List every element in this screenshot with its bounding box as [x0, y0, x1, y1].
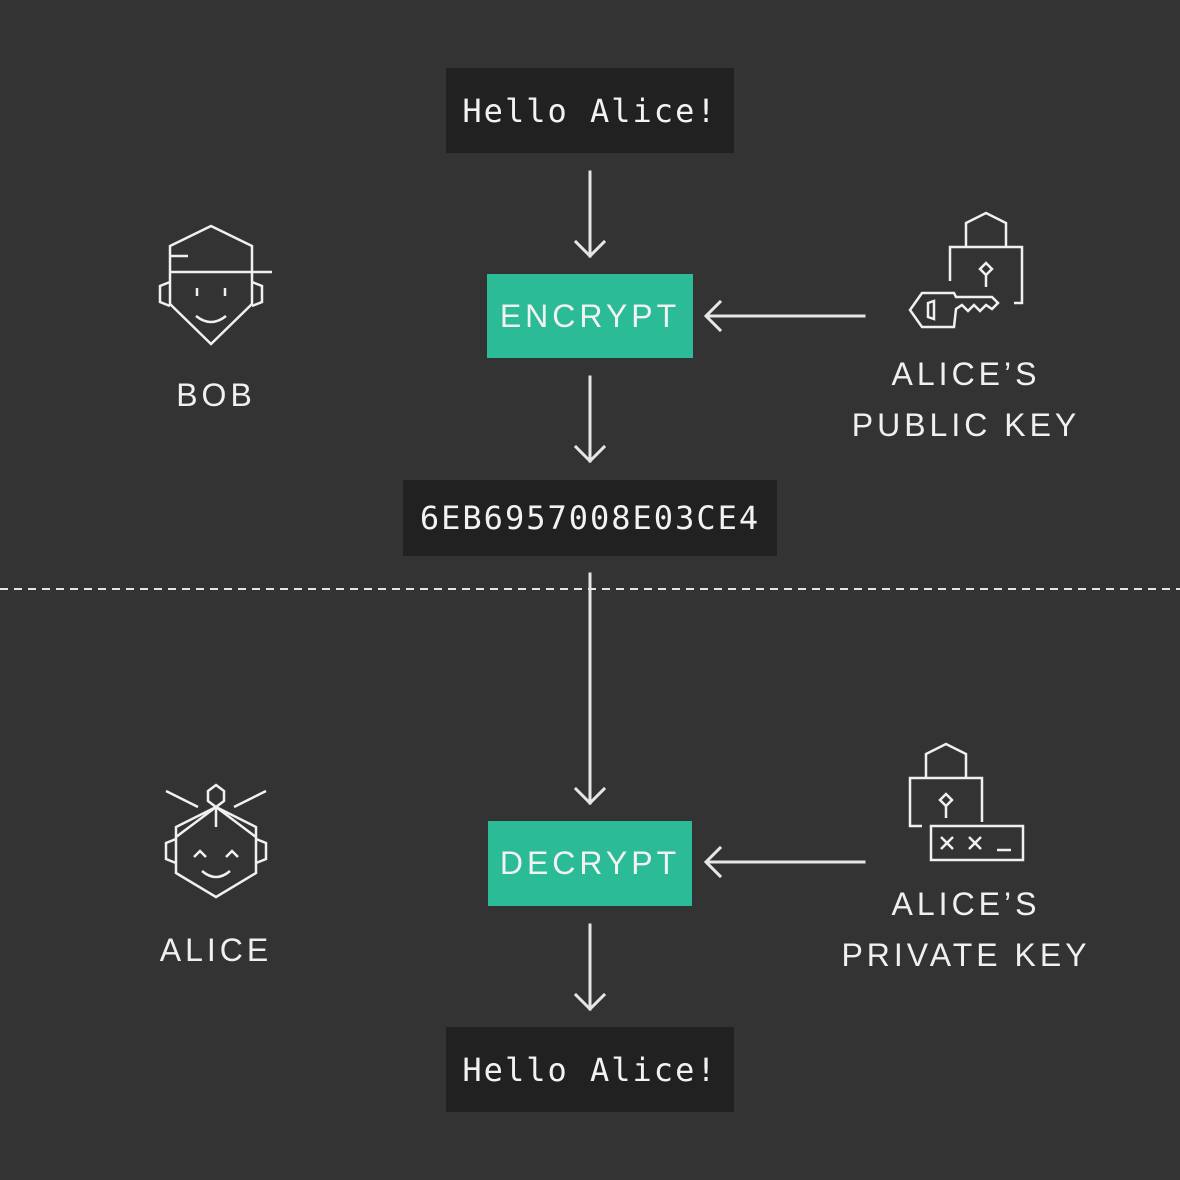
arrow-down-to-encrypt [573, 170, 607, 259]
ciphertext-text: 6EB6957008E03CE4 [419, 499, 761, 537]
plaintext-input-text: Hello Alice! [462, 91, 718, 130]
encrypt-box: ENCRYPT [487, 274, 693, 358]
ciphertext-box: 6EB6957008E03CE4 [403, 480, 777, 556]
arrow-public-key-to-encrypt [703, 299, 866, 333]
plaintext-output-box: Hello Alice! [446, 1027, 734, 1112]
arrow-private-key-to-decrypt [703, 845, 866, 879]
plaintext-output-text: Hello Alice! [462, 1050, 718, 1089]
arrow-down-to-message-out [573, 923, 607, 1012]
public-key-label: ALICE’S PUBLIC KEY [851, 356, 1081, 443]
padlock-key-icon [908, 211, 1024, 329]
padlock-password-icon [908, 742, 1025, 862]
decrypt-label: DECRYPT [499, 845, 681, 881]
arrow-down-to-ciphertext [573, 375, 607, 464]
alice-face-icon [164, 783, 268, 899]
plaintext-input-box: Hello Alice! [446, 68, 734, 153]
encrypt-label: ENCRYPT [499, 297, 681, 334]
decrypt-box: DECRYPT [488, 821, 692, 906]
arrow-down-to-decrypt [573, 572, 607, 806]
alice-label: ALICE [159, 932, 273, 968]
bob-label: BOB [176, 377, 256, 413]
private-key-label: ALICE’S PRIVATE KEY [841, 886, 1091, 973]
bob-face-icon [158, 224, 272, 346]
